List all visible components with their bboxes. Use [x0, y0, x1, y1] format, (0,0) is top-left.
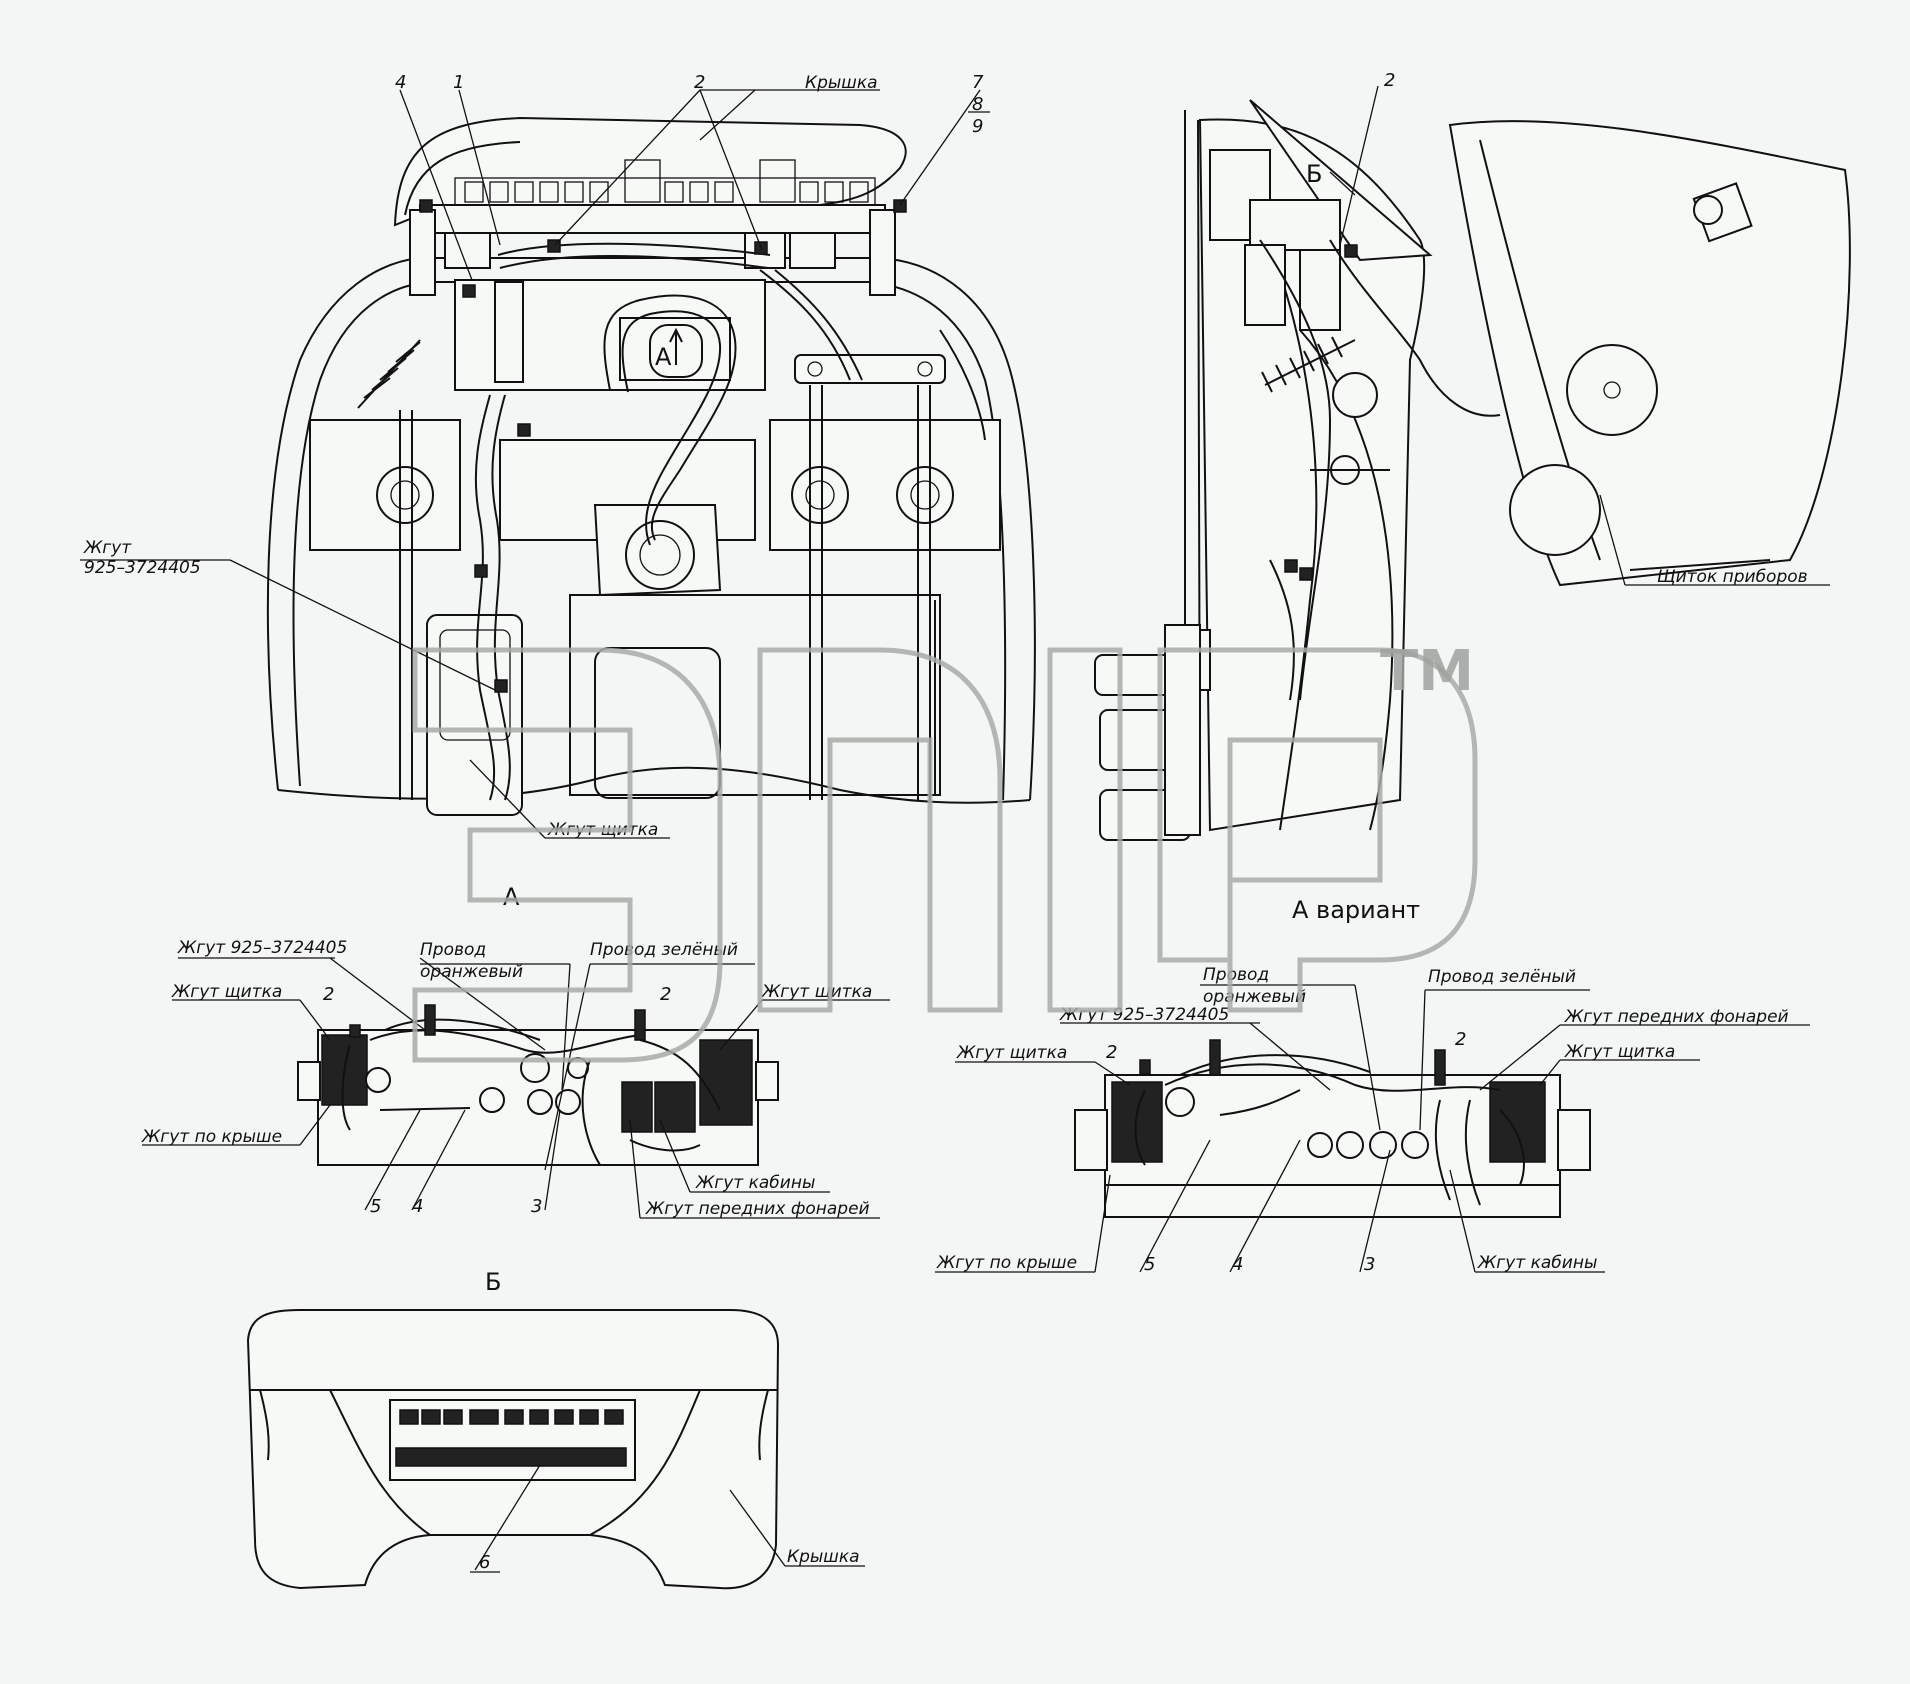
side-callout-2: 2 — [1384, 70, 1395, 91]
view-b-cover-label: Крышка — [787, 1547, 860, 1567]
variant-harness-front-lights: Жгут передних фонарей — [1564, 1007, 1789, 1027]
variant-callout-5: 5 — [1144, 1254, 1155, 1275]
variant-wire-green: Провод зелёный — [1428, 967, 1576, 987]
view-a-variant: Жгут 925–3724405 Провод оранжевый Провод… — [935, 965, 1810, 1275]
view-b-marker: Б — [1306, 160, 1322, 188]
callout-8: 8 — [972, 94, 983, 115]
variant-callout-2b: 2 — [1455, 1029, 1466, 1050]
variant-wire-orange-1: Провод — [1203, 965, 1269, 985]
variant-wire-orange-2: оранжевый — [1203, 987, 1306, 1007]
view-a-harness-panel-left: Жгут щитка — [171, 982, 282, 1002]
view-a-callout-2a: 2 — [323, 984, 334, 1005]
callout-1: 1 — [453, 72, 464, 93]
svg-text:A: A — [655, 343, 672, 371]
callout-7: 7 — [972, 72, 984, 93]
view-a-wire-green: Провод зелёный — [590, 940, 738, 960]
view-a-callout-2b: 2 — [660, 984, 671, 1005]
harness-925-label-line1: Жгут — [83, 538, 132, 558]
callout-4: 4 — [395, 72, 406, 93]
instrument-panel-label: Щиток приборов — [1657, 567, 1808, 587]
watermark-trademark: TM — [1380, 639, 1474, 704]
view-a-callout-4: 4 — [412, 1196, 423, 1217]
variant-harness-panel-left: Жгут щитка — [956, 1043, 1067, 1063]
view-a-wire-orange-2: оранжевый — [420, 962, 523, 982]
view-a-harness-925: Жгут 925–3724405 — [177, 938, 347, 958]
view-a-harness-panel-right: Жгут щитка — [761, 982, 872, 1002]
variant-harness-panel-right: Жгут щитка — [1564, 1042, 1675, 1062]
view-b-callout-6: 6 — [479, 1552, 490, 1573]
view-a-wire-orange-1: Провод — [420, 940, 486, 960]
main-front-view: A — [80, 72, 1036, 911]
variant-callout-4: 4 — [1232, 1254, 1243, 1275]
watermark: TM — [412, 639, 1478, 1063]
variant-callout-2a: 2 — [1106, 1042, 1117, 1063]
view-b: Б 6 Крышка — [246, 1268, 865, 1590]
view-a-harness-front-lights: Жгут передних фонарей — [645, 1199, 870, 1219]
view-a: Жгут 925–3724405 Провод оранжевый Провод… — [141, 938, 890, 1219]
cover-label: Крышка — [805, 73, 878, 93]
view-a-callout-3: 3 — [531, 1196, 542, 1217]
view-b-title: Б — [485, 1268, 501, 1296]
variant-harness-cabin: Жгут кабины — [1477, 1253, 1597, 1273]
side-view: 2 Б Щиток приборов А вариант — [1094, 70, 1851, 924]
view-a-harness-roof: Жгут по крыше — [141, 1127, 282, 1147]
view-a-harness-cabin: Жгут кабины — [695, 1173, 815, 1193]
variant-title: А вариант — [1292, 896, 1420, 924]
callout-9: 9 — [972, 116, 983, 137]
variant-callout-3: 3 — [1364, 1254, 1375, 1275]
callout-2: 2 — [694, 72, 705, 93]
view-a-callout-5: 5 — [370, 1196, 381, 1217]
harness-925-label-line2: 925–3724405 — [84, 558, 201, 578]
view-a-marker: А — [503, 883, 520, 911]
variant-harness-roof: Жгут по крыше — [936, 1253, 1077, 1273]
